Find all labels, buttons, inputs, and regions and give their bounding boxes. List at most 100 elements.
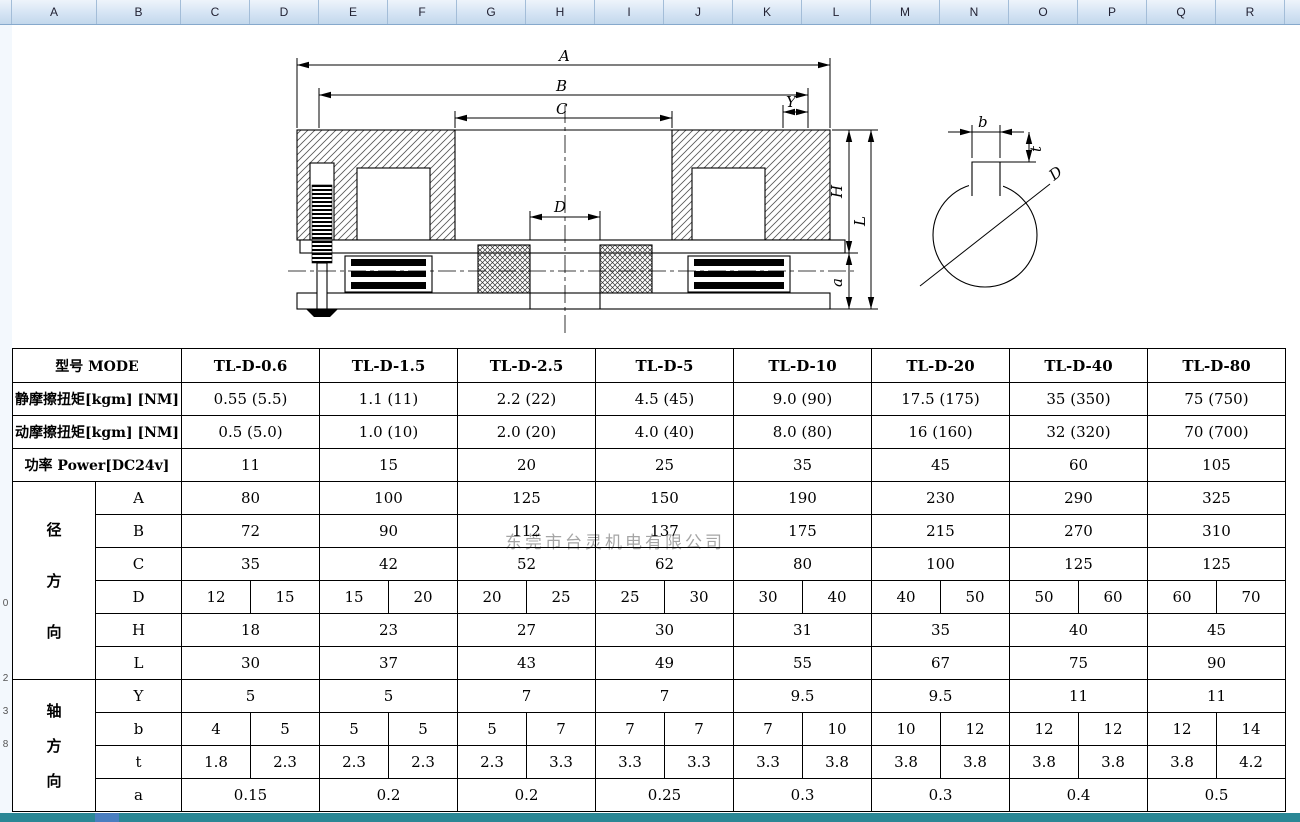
value-cell[interactable]: 11 [181, 448, 320, 482]
column-header[interactable]: P [1078, 0, 1147, 24]
value-cell[interactable]: 37 [319, 646, 458, 680]
value-cell[interactable]: 0.5 (5.0) [181, 415, 320, 449]
value-cell[interactable]: 7 [664, 712, 734, 746]
value-cell[interactable]: 125 [457, 481, 596, 515]
value-cell[interactable]: 9.5 [871, 679, 1010, 713]
value-cell[interactable]: 11 [1009, 679, 1148, 713]
value-cell[interactable]: 4 [181, 712, 251, 746]
value-cell[interactable]: 2.0 (20) [457, 415, 596, 449]
value-cell[interactable]: 5 [181, 679, 320, 713]
model-header-cell[interactable]: TL-D-5 [595, 348, 734, 383]
column-header[interactable]: I [595, 0, 664, 24]
column-header-partial[interactable] [1285, 0, 1300, 24]
value-cell[interactable]: 2.3 [319, 745, 389, 779]
column-header[interactable]: G [457, 0, 526, 24]
value-cell[interactable]: 11 [1147, 679, 1286, 713]
param-cell[interactable]: L [95, 646, 182, 680]
value-cell[interactable]: 25 [526, 580, 596, 614]
value-cell[interactable]: 215 [871, 514, 1010, 548]
value-cell[interactable]: 12 [1147, 712, 1217, 746]
model-header-cell[interactable]: TL-D-0.6 [181, 348, 320, 383]
model-header-cell[interactable]: TL-D-40 [1009, 348, 1148, 383]
value-cell[interactable]: 80 [733, 547, 872, 581]
param-cell[interactable]: a [95, 778, 182, 812]
value-cell[interactable]: 52 [457, 547, 596, 581]
value-cell[interactable]: 90 [1147, 646, 1286, 680]
value-cell[interactable]: 35 [871, 613, 1010, 647]
param-cell[interactable]: A [95, 481, 182, 515]
value-cell[interactable]: 12 [940, 712, 1010, 746]
value-cell[interactable]: 7 [595, 679, 734, 713]
value-cell[interactable]: 8.0 (80) [733, 415, 872, 449]
value-cell[interactable]: 32 (320) [1009, 415, 1148, 449]
value-cell[interactable]: 75 [1009, 646, 1148, 680]
value-cell[interactable]: 90 [319, 514, 458, 548]
value-cell[interactable]: 16 (160) [871, 415, 1010, 449]
column-header[interactable]: D [250, 0, 319, 24]
group-label-axial[interactable]: 轴 方 向 [12, 679, 96, 812]
model-header-cell[interactable]: TL-D-80 [1147, 348, 1286, 383]
value-cell[interactable]: 125 [1009, 547, 1148, 581]
value-cell[interactable]: 0.2 [319, 778, 458, 812]
value-cell[interactable]: 75 (750) [1147, 382, 1286, 416]
column-header[interactable]: E [319, 0, 388, 24]
value-cell[interactable]: 35 [733, 448, 872, 482]
value-cell[interactable]: 45 [1147, 613, 1286, 647]
column-header[interactable]: L [802, 0, 871, 24]
param-cell[interactable]: H [95, 613, 182, 647]
spec-label-cell[interactable]: 动摩擦扭矩[kgm] [NM] [12, 415, 182, 449]
value-cell[interactable]: 49 [595, 646, 734, 680]
value-cell[interactable]: 2.3 [388, 745, 458, 779]
value-cell[interactable]: 3.8 [940, 745, 1010, 779]
value-cell[interactable]: 1.8 [181, 745, 251, 779]
value-cell[interactable]: 42 [319, 547, 458, 581]
value-cell[interactable]: 3.8 [871, 745, 941, 779]
param-cell[interactable]: Y [95, 679, 182, 713]
value-cell[interactable]: 0.15 [181, 778, 320, 812]
value-cell[interactable]: 9.5 [733, 679, 872, 713]
column-header[interactable]: H [526, 0, 595, 24]
spec-label-cell[interactable]: 功率 Power[DC24v] [12, 448, 182, 482]
value-cell[interactable]: 30 [595, 613, 734, 647]
value-cell[interactable]: 0.5 [1147, 778, 1286, 812]
value-cell[interactable]: 5 [319, 679, 458, 713]
value-cell[interactable]: 4.2 [1216, 745, 1286, 779]
scrollbar-thumb[interactable] [95, 813, 119, 822]
header-label-cell[interactable]: 型号 MODE [12, 348, 182, 383]
value-cell[interactable]: 7 [595, 712, 665, 746]
value-cell[interactable]: 7 [526, 712, 596, 746]
value-cell[interactable]: 70 [1216, 580, 1286, 614]
value-cell[interactable]: 175 [733, 514, 872, 548]
value-cell[interactable]: 30 [664, 580, 734, 614]
value-cell[interactable]: 55 [733, 646, 872, 680]
value-cell[interactable]: 3.3 [664, 745, 734, 779]
value-cell[interactable]: 50 [940, 580, 1010, 614]
value-cell[interactable]: 43 [457, 646, 596, 680]
value-cell[interactable]: 230 [871, 481, 1010, 515]
value-cell[interactable]: 15 [319, 448, 458, 482]
value-cell[interactable]: 20 [457, 448, 596, 482]
value-cell[interactable]: 30 [733, 580, 803, 614]
value-cell[interactable]: 20 [388, 580, 458, 614]
value-cell[interactable]: 2.3 [250, 745, 320, 779]
value-cell[interactable]: 30 [181, 646, 320, 680]
value-cell[interactable]: 0.55 (5.5) [181, 382, 320, 416]
value-cell[interactable]: 35 (350) [1009, 382, 1148, 416]
group-label-radial[interactable]: 径 方 向 [12, 481, 96, 680]
value-cell[interactable]: 270 [1009, 514, 1148, 548]
value-cell[interactable]: 10 [871, 712, 941, 746]
param-cell[interactable]: B [95, 514, 182, 548]
value-cell[interactable]: 9.0 (90) [733, 382, 872, 416]
value-cell[interactable]: 0.2 [457, 778, 596, 812]
value-cell[interactable]: 0.4 [1009, 778, 1148, 812]
param-cell[interactable]: b [95, 712, 182, 746]
column-header[interactable]: F [388, 0, 457, 24]
value-cell[interactable]: 125 [1147, 547, 1286, 581]
value-cell[interactable]: 25 [595, 448, 734, 482]
model-header-cell[interactable]: TL-D-10 [733, 348, 872, 383]
value-cell[interactable]: 190 [733, 481, 872, 515]
value-cell[interactable]: 3.8 [802, 745, 872, 779]
value-cell[interactable]: 80 [181, 481, 320, 515]
value-cell[interactable]: 10 [802, 712, 872, 746]
param-cell[interactable]: D [95, 580, 182, 614]
